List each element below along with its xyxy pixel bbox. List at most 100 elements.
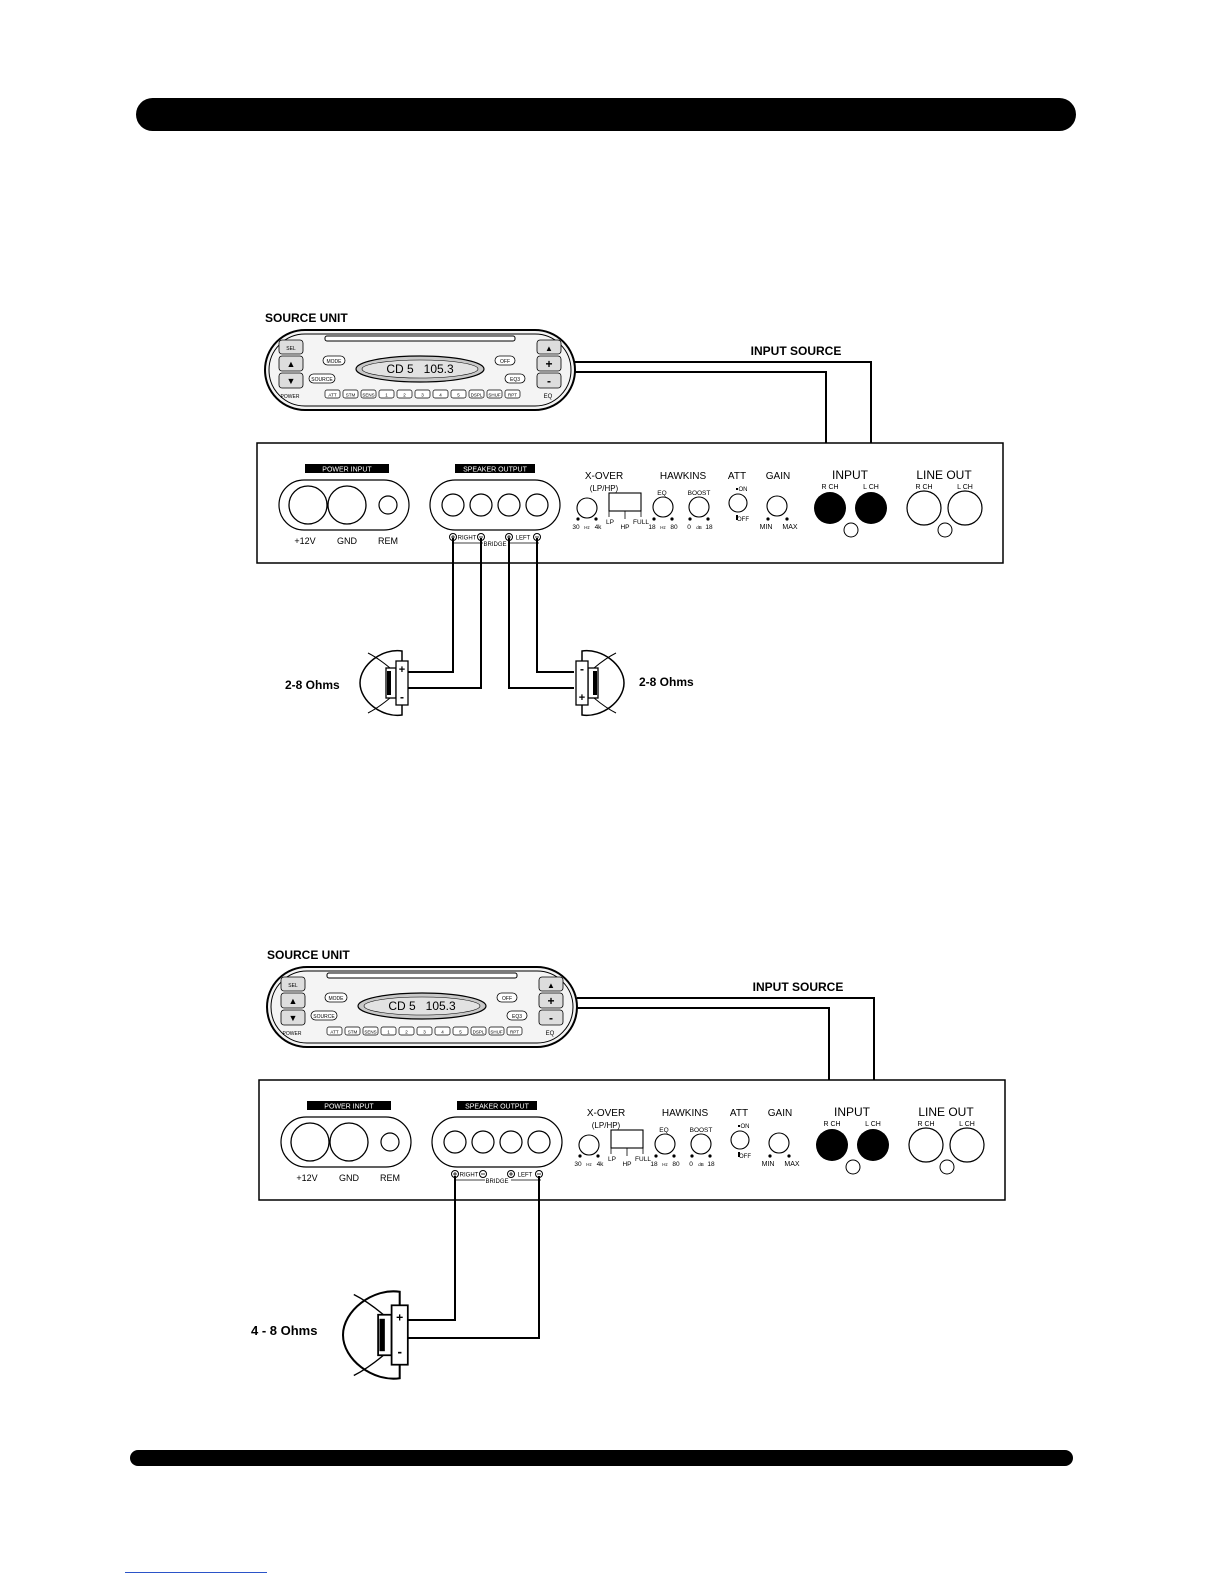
input-lch-label: L CH — [863, 484, 879, 491]
preset-button[interactable] — [396, 389, 413, 399]
left-output-label: LEFT — [518, 1173, 533, 1179]
power-button[interactable]: POWER — [281, 394, 300, 400]
boost-knob[interactable] — [690, 1133, 712, 1155]
switch-hp-label: HP — [622, 1161, 631, 1168]
source-unit-label: SOURCE UNIT — [265, 311, 348, 325]
plus-button[interactable]: + — [547, 994, 554, 1008]
input-lch-jack[interactable] — [857, 1129, 889, 1161]
down-button[interactable]: ▼ — [289, 1013, 298, 1023]
up-button[interactable]: ▲ — [287, 359, 296, 369]
minus-button[interactable]: - — [547, 374, 551, 388]
preset-button[interactable] — [378, 389, 395, 399]
eq-min-label: 18 — [650, 1161, 658, 1168]
xover-max-label: 4k — [595, 524, 603, 531]
boost-label: BOOST — [690, 1127, 713, 1134]
lineout-rch-jack[interactable] — [906, 490, 942, 526]
eq3-button[interactable]: EQ3 — [510, 377, 520, 383]
sel-button[interactable]: SEL — [288, 983, 298, 989]
att-switch[interactable] — [730, 1130, 750, 1150]
minus-button[interactable]: - — [549, 1011, 553, 1025]
mode-button[interactable]: MODE — [327, 359, 343, 365]
line-out-label: LINE OUT — [916, 468, 972, 482]
preset-button-label: RPT — [510, 1030, 519, 1035]
preset-button[interactable] — [416, 1026, 433, 1036]
preset-button[interactable] — [488, 1026, 505, 1036]
eq3-button[interactable]: EQ3 — [512, 1014, 522, 1020]
input-wire-r-2 — [577, 1007, 834, 1105]
preset-button[interactable] — [434, 1026, 451, 1036]
eq-button[interactable]: EQ — [546, 1031, 555, 1037]
source-unit-2: SOURCE UNIT SEL ▲ ▼ POWER ▲ + - EQ MODE … — [266, 948, 578, 1048]
eq-knob[interactable] — [652, 496, 674, 518]
input-lch-label: L CH — [865, 1121, 881, 1128]
down-button[interactable]: ▼ — [287, 376, 296, 386]
plus-button[interactable]: + — [545, 357, 552, 371]
hawkins-label: HAWKINS — [662, 1108, 709, 1119]
lineout-lch-jack[interactable] — [949, 1127, 985, 1163]
source-unit-1: SOURCE UNIT SEL ▲ ▼ POWER ▲ + - EQ MODE … — [264, 311, 576, 411]
boost-max-label: 18 — [707, 1161, 715, 1168]
preset-button[interactable] — [506, 1026, 523, 1036]
preset-button[interactable] — [326, 1026, 343, 1036]
speaker-output-label: SPEAKER OUTPUT — [465, 1104, 530, 1111]
switch-lp-label: LP — [606, 519, 614, 526]
preset-button[interactable] — [342, 389, 359, 399]
eq-knob[interactable] — [654, 1133, 676, 1155]
preset-button-label: 1 — [387, 1030, 390, 1035]
switch-full-label: FULL — [633, 519, 649, 526]
sel-button[interactable]: SEL — [286, 346, 296, 352]
input-source-label-2: INPUT SOURCE — [753, 980, 844, 994]
eject-button[interactable]: ▲ — [547, 981, 555, 990]
up-button[interactable]: ▲ — [289, 996, 298, 1006]
switch-full-label: FULL — [635, 1156, 651, 1163]
preset-button[interactable] — [380, 1026, 397, 1036]
speaker-wire-left-minus — [536, 538, 574, 673]
preset-button[interactable] — [414, 389, 431, 399]
power-button[interactable]: POWER — [283, 1031, 302, 1037]
off-button[interactable]: OFF — [502, 996, 512, 1002]
preset-button-label: SHUF — [490, 1030, 503, 1035]
xover-sub-label: (LP/HP) — [592, 1121, 621, 1130]
boost-knob[interactable] — [688, 496, 710, 518]
source-button[interactable]: SOURCE — [311, 377, 333, 383]
preset-button[interactable] — [432, 389, 449, 399]
diagram-1: SOURCE UNIT SEL ▲ ▼ POWER ▲ + - EQ MODE … — [256, 311, 1004, 717]
speaker-right: + - — [359, 649, 409, 717]
preset-button[interactable] — [504, 389, 521, 399]
footer-bar — [130, 1450, 1073, 1466]
preset-button[interactable] — [452, 1026, 469, 1036]
preset-button[interactable] — [486, 389, 503, 399]
off-button[interactable]: OFF — [500, 359, 510, 365]
gain-knob[interactable] — [766, 495, 788, 517]
input-rch-jack[interactable] — [816, 1129, 848, 1161]
preset-button[interactable] — [362, 1026, 379, 1036]
power-input-label: POWER INPUT — [322, 467, 372, 474]
eject-button[interactable]: ▲ — [545, 344, 553, 353]
source-button[interactable]: SOURCE — [313, 1014, 335, 1020]
lineout-rch-jack[interactable] — [908, 1127, 944, 1163]
att-switch[interactable] — [728, 493, 748, 513]
speaker-wire-right-plus — [406, 538, 454, 673]
preset-button[interactable] — [344, 1026, 361, 1036]
lineout-lch-jack[interactable] — [947, 490, 983, 526]
gain-knob[interactable] — [768, 1132, 790, 1154]
preset-button[interactable] — [450, 389, 467, 399]
preset-button[interactable] — [324, 389, 341, 399]
speaker-right-plus-label: + — [399, 664, 405, 676]
preset-button[interactable] — [360, 389, 377, 399]
preset-button[interactable] — [468, 389, 485, 399]
footer-link-underline[interactable] — [125, 1572, 267, 1573]
eq-button[interactable]: EQ — [544, 394, 553, 400]
input-lch-jack[interactable] — [855, 492, 887, 524]
terminal-rem-label: REM — [378, 536, 398, 546]
mode-button[interactable]: MODE — [329, 996, 345, 1002]
preset-button-label: 1 — [385, 393, 388, 398]
preset-button[interactable] — [398, 1026, 415, 1036]
hawkins-label: HAWKINS — [660, 471, 707, 482]
bridge-label: BRIDGE — [483, 542, 506, 548]
preset-button[interactable] — [470, 1026, 487, 1036]
preset-button-label: SENS — [364, 1030, 376, 1035]
input-rch-jack[interactable] — [814, 492, 846, 524]
